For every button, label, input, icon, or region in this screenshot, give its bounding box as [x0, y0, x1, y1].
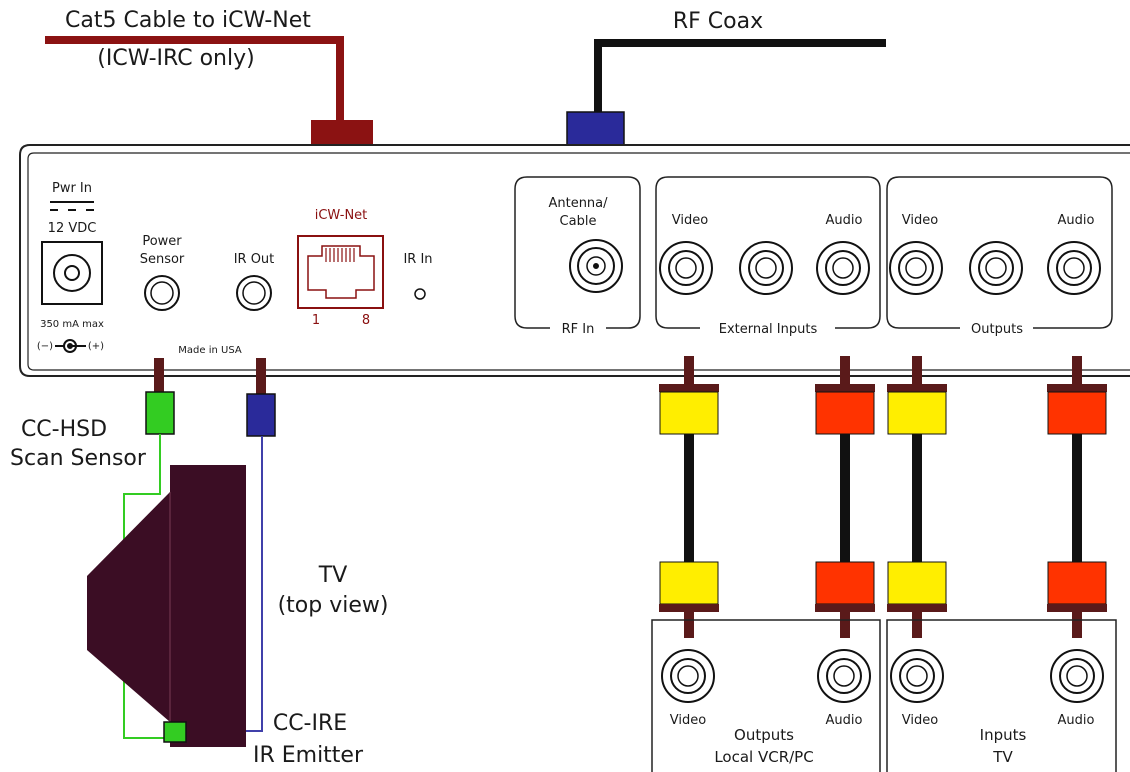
out-audio-left-jack[interactable] [969, 241, 1023, 295]
out-video-jack[interactable] [889, 241, 943, 295]
pin-8-label: 8 [362, 313, 370, 328]
out-audio-right-jack[interactable] [1047, 241, 1101, 295]
ext-audio-right-jack[interactable] [816, 241, 870, 295]
power-sensor-label-2: Sensor [140, 252, 185, 267]
antenna-label-1: Antenna/ [548, 196, 608, 211]
outputs-section [886, 176, 1113, 329]
polarity-symbol-icon [55, 339, 86, 353]
made-in-label: Made in USA [178, 345, 242, 356]
tv-video-in-jack[interactable] [890, 649, 944, 703]
external-inputs-section [655, 176, 881, 329]
icw-net-label: iCW-Net [315, 208, 368, 223]
vcr-video-out-jack[interactable] [661, 649, 715, 703]
external-inputs-label: External Inputs [719, 322, 818, 337]
vcr-audio-label: Audio [826, 713, 863, 728]
rca-cable-audio-tv [1047, 356, 1107, 638]
voltage-label: 12 VDC [48, 221, 97, 236]
scan-sensor-name: Scan Sensor [10, 446, 147, 471]
icw-net-port[interactable] [297, 235, 384, 309]
cat5-cable-note: (ICW-IRC only) [97, 46, 254, 71]
rf-in-section [514, 176, 641, 329]
dc-symbol-icon [50, 201, 94, 211]
power-sensor-jack[interactable] [144, 275, 180, 311]
cat5-cable-label: Cat5 Cable to iCW-Net [65, 8, 311, 33]
antenna-cable-jack[interactable] [569, 239, 623, 293]
rca-cable-video-vcr [659, 356, 719, 638]
ext-video-jack[interactable] [659, 241, 713, 295]
ir-in-label: IR In [403, 252, 432, 267]
ext-video-label: Video [672, 213, 708, 228]
antenna-label-2: Cable [560, 214, 597, 229]
tv-video-label: Video [902, 713, 938, 728]
tv-box-subtitle: TV [992, 748, 1013, 766]
vcr-pc-box [651, 619, 881, 772]
tv-box-title: Inputs [980, 726, 1027, 744]
scan-sensor-model: CC-HSD [21, 417, 107, 442]
ir-out-label: IR Out [234, 252, 275, 267]
ext-audio-label: Audio [826, 213, 863, 228]
out-video-label: Video [902, 213, 938, 228]
rf-in-label: RF In [562, 322, 595, 337]
vcr-box-title: Outputs [734, 726, 794, 744]
ir-out-jack[interactable] [236, 275, 272, 311]
vcr-audio-out-jack[interactable] [817, 649, 871, 703]
tv-top-view [87, 465, 246, 747]
power-in-label: Pwr In [52, 181, 92, 196]
out-audio-label: Audio [1058, 213, 1095, 228]
pin-1-label: 1 [312, 313, 320, 328]
power-sensor-label-1: Power [142, 234, 182, 249]
ir-emitter-model: CC-IRE [273, 711, 347, 736]
rca-cable-video-tv [887, 356, 947, 638]
ir-emitter-icon [163, 721, 187, 743]
vcr-box-subtitle: Local VCR/PC [714, 748, 813, 766]
outputs-label: Outputs [971, 322, 1023, 337]
ir-emitter-name: IR Emitter [253, 743, 364, 768]
rca-cable-audio-vcr [815, 356, 875, 638]
tv-audio-in-jack[interactable] [1050, 649, 1104, 703]
rf-coax-label: RF Coax [673, 9, 763, 34]
power-jack[interactable] [41, 241, 103, 305]
scan-sensor-plug [123, 358, 175, 739]
tv-inputs-box [886, 619, 1117, 772]
ext-audio-left-jack[interactable] [739, 241, 793, 295]
vcr-video-label: Video [670, 713, 706, 728]
tv-label: TV [318, 563, 348, 588]
polarity-minus: (−) [37, 341, 53, 352]
polarity-plus: (+) [88, 341, 104, 352]
current-rating-label: 350 mA max [40, 319, 104, 330]
tv-view-note: (top view) [278, 593, 389, 618]
tv-audio-label: Audio [1058, 713, 1095, 728]
ir-in-receiver [414, 288, 426, 300]
